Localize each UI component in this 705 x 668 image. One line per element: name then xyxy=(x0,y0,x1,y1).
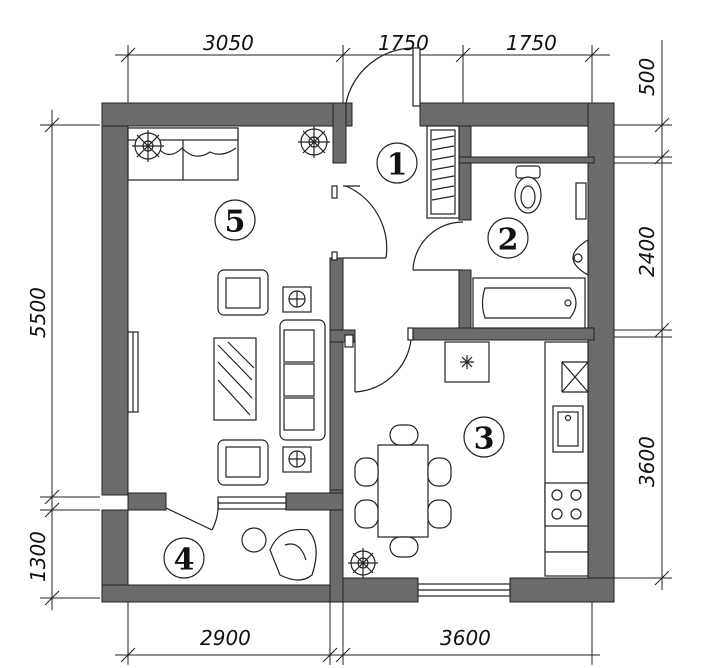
cabinet xyxy=(544,551,589,577)
fridge-icon xyxy=(444,341,490,383)
towel-rail-icon xyxy=(575,182,587,220)
dim-top-2: 1750 xyxy=(378,31,429,55)
room-3-label: 3 xyxy=(474,422,495,457)
dim-right-1: 500 xyxy=(635,58,659,96)
dim-left-2: 1300 xyxy=(26,531,50,582)
bathtub-icon xyxy=(472,277,586,329)
room-1-label: 1 xyxy=(387,148,408,183)
sink-icon xyxy=(552,405,584,453)
dim-top-3: 1750 xyxy=(506,31,557,55)
armchair-icon xyxy=(217,269,269,316)
room-2-marker: 2 xyxy=(487,217,529,259)
room-3-marker: 3 xyxy=(463,416,505,458)
table-lamp-icon xyxy=(282,286,312,313)
room-4-label: 4 xyxy=(174,543,195,578)
plant-icon xyxy=(132,130,164,162)
room-1-marker: 1 xyxy=(376,142,418,184)
armchair-icon xyxy=(217,439,269,486)
room-5-label: 5 xyxy=(225,205,246,240)
windows xyxy=(127,331,511,597)
plant-icon xyxy=(298,126,330,158)
side-table-icon xyxy=(241,527,267,553)
dim-left-1: 5500 xyxy=(26,287,50,338)
dim-bottom-2: 3600 xyxy=(440,626,491,650)
plant-icon xyxy=(348,548,378,578)
room-4-marker: 4 xyxy=(163,537,205,579)
dining-table-icon xyxy=(354,424,452,558)
stove-icon xyxy=(544,482,589,527)
room-2-label: 2 xyxy=(498,223,519,258)
dimension-lines xyxy=(40,40,672,665)
room-5-marker: 5 xyxy=(214,199,256,241)
dim-right-2: 2400 xyxy=(635,226,659,277)
wardrobe-icon xyxy=(426,125,460,219)
coffee-table-icon xyxy=(213,337,257,421)
toilet-icon xyxy=(514,165,542,214)
doors xyxy=(165,47,464,531)
dim-right-3: 3600 xyxy=(635,436,659,487)
washbasin-icon xyxy=(572,238,589,277)
dim-top-1: 3050 xyxy=(203,31,254,55)
lounge-chair-icon xyxy=(269,528,317,581)
walls xyxy=(101,102,615,603)
dim-bottom-1: 2900 xyxy=(200,626,251,650)
sofa-icon xyxy=(279,319,326,441)
table-lamp-icon xyxy=(282,446,312,473)
